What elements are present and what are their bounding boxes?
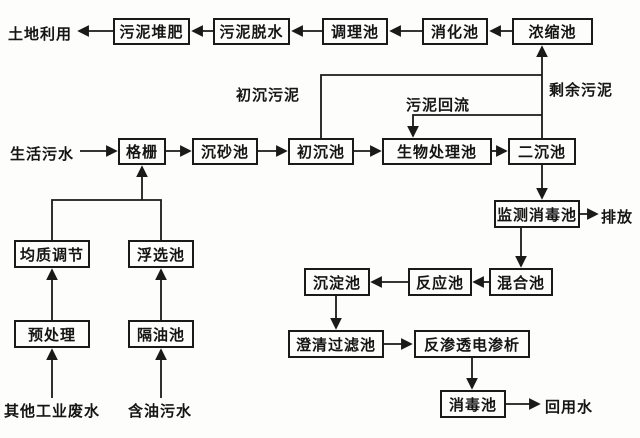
- node-reaction-tank: 反应池: [408, 268, 472, 296]
- node-flotation-tank: 浮选池: [128, 240, 194, 268]
- label-primary-sludge: 初沉污泥: [236, 88, 301, 104]
- node-conditioning-tank: 调理池: [322, 18, 388, 45]
- node-disinfection-tank: 消毒池: [440, 390, 506, 418]
- node-homogenization-tank: 均质调节: [14, 240, 90, 268]
- node-sludge-composting: 污泥堆肥: [113, 18, 190, 45]
- node-ro-electrodialysis: 反渗透电渗析: [414, 330, 530, 358]
- node-biological-treatment: 生物处理池: [382, 138, 492, 165]
- node-pretreatment: 预处理: [14, 320, 90, 348]
- label-oily-wastewater: 含油污水: [128, 404, 193, 420]
- effluent-lines: [330, 165, 599, 410]
- node-bar-screen: 格栅: [118, 138, 166, 165]
- sludge-lines: [320, 45, 548, 138]
- label-other-industrial-wastewater: 其他工业废水: [4, 404, 101, 420]
- node-secondary-sedimentation: 二沉池: [508, 138, 576, 165]
- label-domestic-sewage: 生活污水: [10, 147, 75, 163]
- node-sludge-dewatering: 污泥脱水: [213, 18, 290, 45]
- node-mixing-tank: 混合池: [489, 268, 553, 296]
- label-discharge: 排放: [601, 210, 634, 226]
- label-land-use: 土地利用: [8, 27, 73, 43]
- node-sedimentation-tank: 沉淀池: [304, 268, 370, 296]
- node-clarifying-filter: 澄清过滤池: [288, 330, 384, 358]
- node-monitoring-disinfection: 监测消毒池: [494, 200, 580, 228]
- label-excess-sludge: 剩余污泥: [549, 83, 614, 99]
- influent-branch-lines: [46, 165, 167, 398]
- node-thickening-tank: 浓缩池: [512, 18, 593, 45]
- label-sludge-return: 污泥回流: [406, 98, 471, 114]
- node-digestion-tank: 消化池: [422, 18, 488, 45]
- node-primary-sedimentation: 初沉池: [288, 138, 354, 165]
- node-grit-chamber: 沉砂池: [192, 138, 258, 165]
- label-reuse-water: 回用水: [545, 400, 594, 416]
- node-oil-separator: 隔油池: [128, 320, 194, 348]
